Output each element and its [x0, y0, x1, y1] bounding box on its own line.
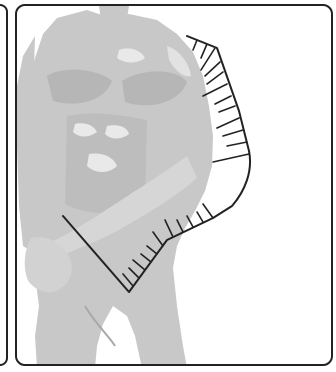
torso-silhouette	[17, 6, 213, 366]
illustration-panel	[15, 4, 333, 366]
previous-panel-edge	[0, 4, 8, 366]
torso-illustration	[17, 6, 333, 366]
neck	[99, 6, 129, 20]
